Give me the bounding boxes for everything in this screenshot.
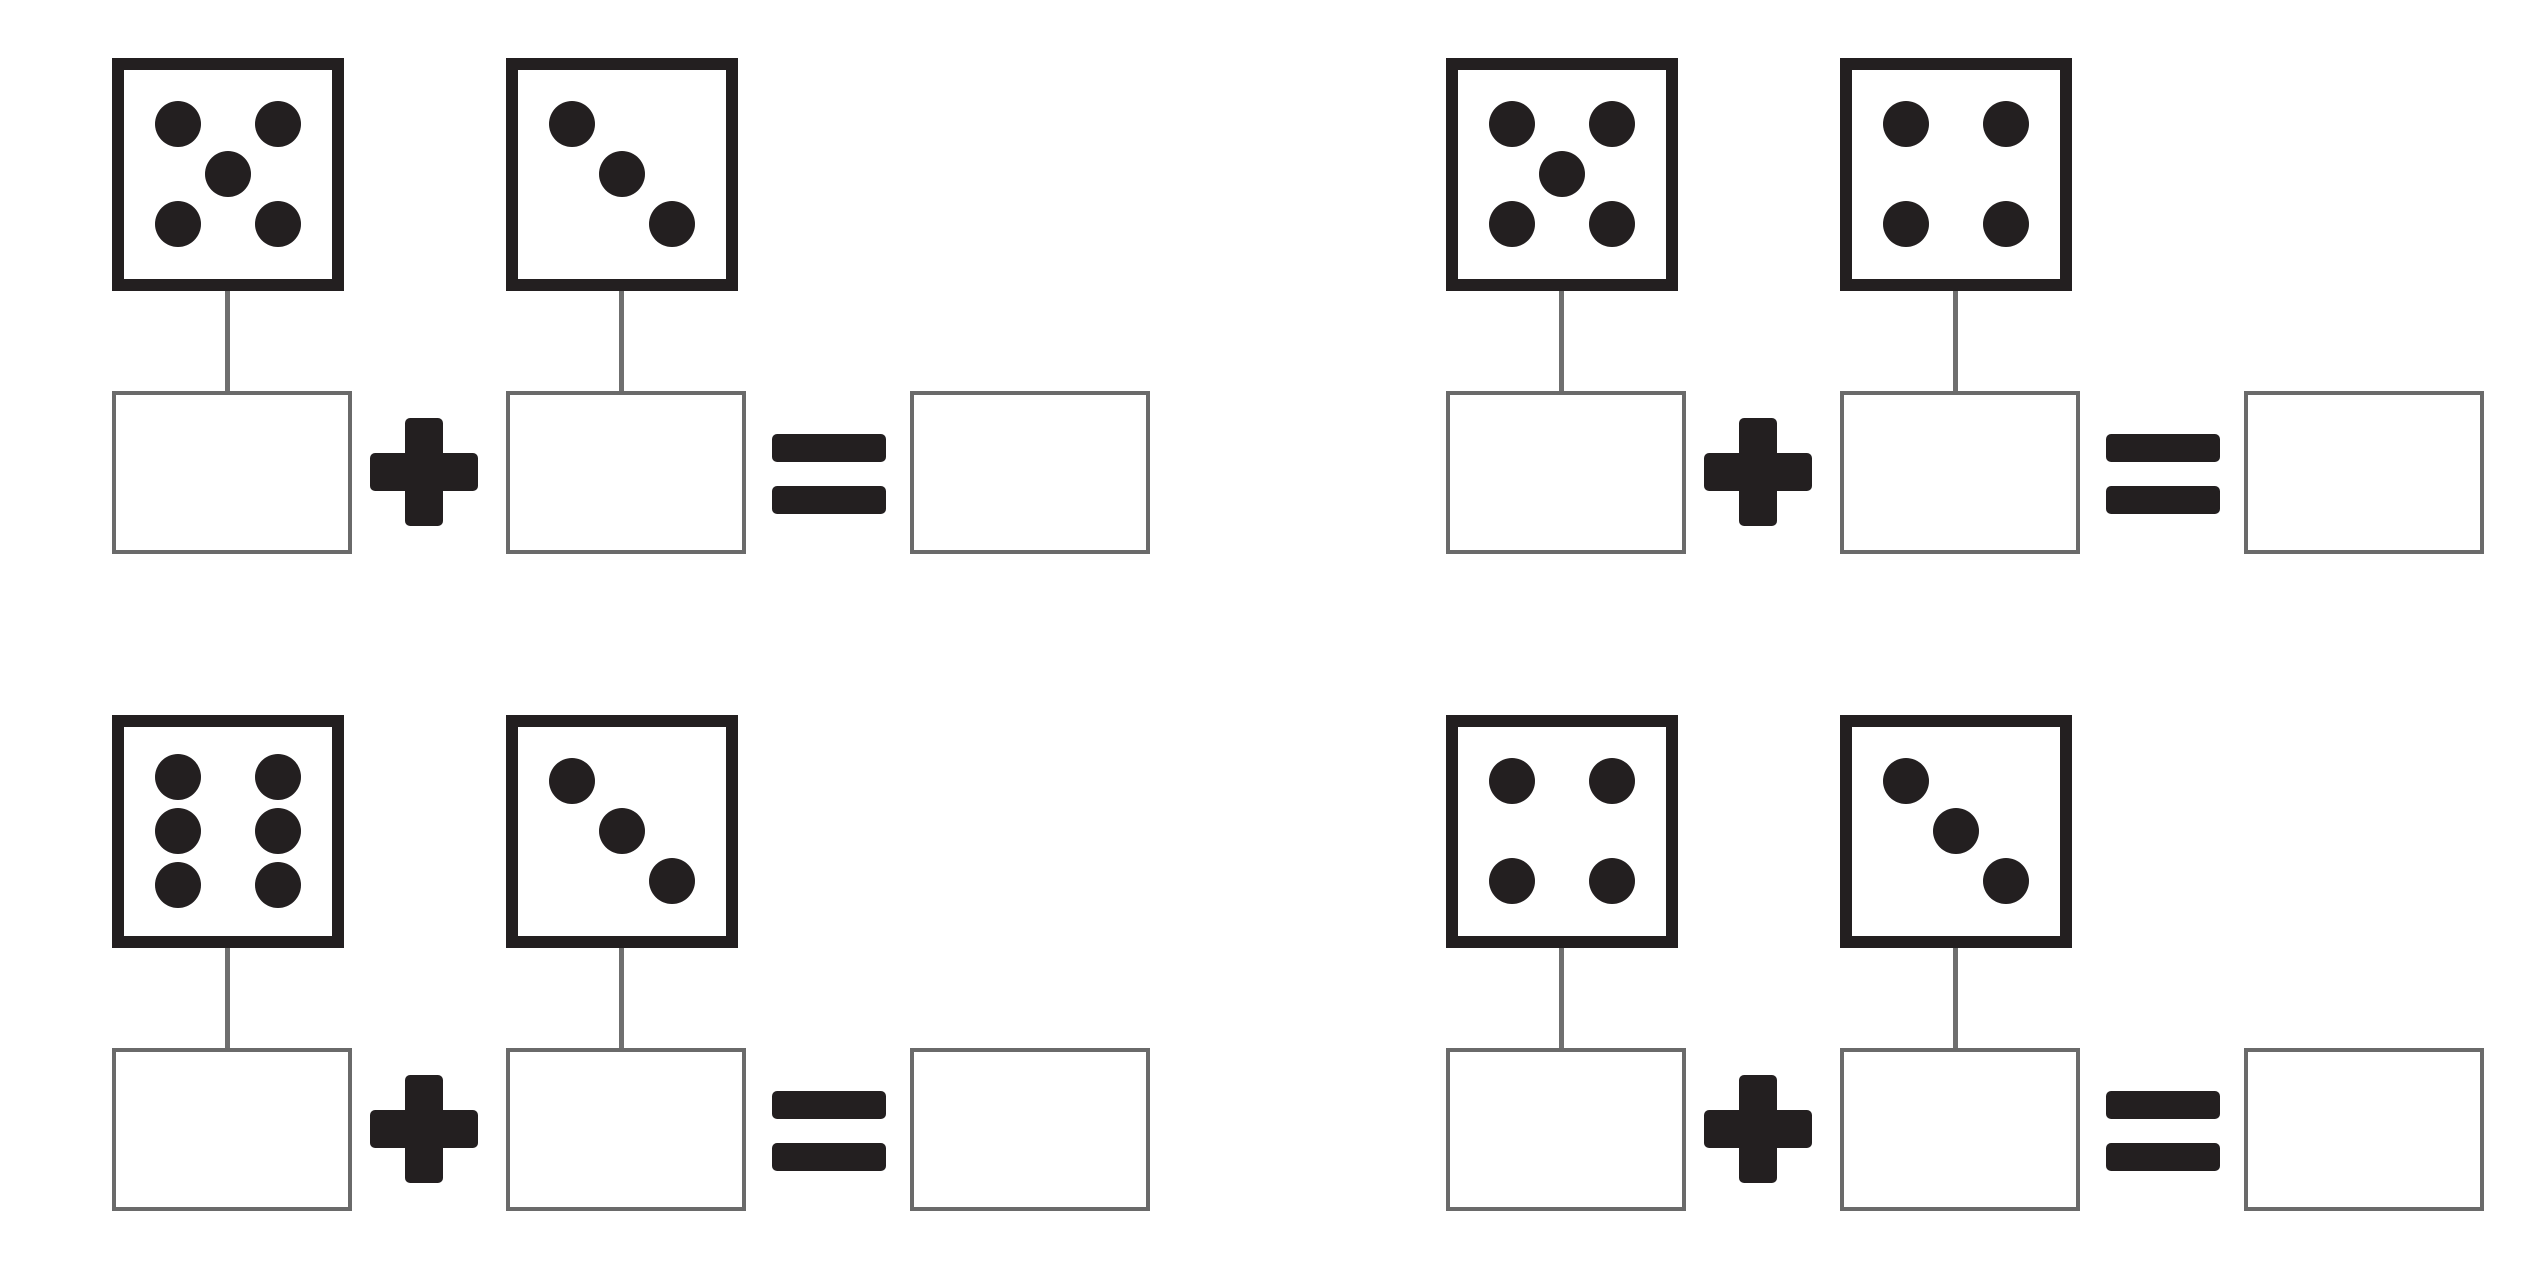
die-face-left [1446,715,1678,948]
equals-bar-bottom [772,1143,886,1171]
die-face-right [506,715,738,948]
plus-bar-vertical [405,1075,443,1183]
die-pip [155,200,202,247]
die-pip [1489,200,1536,247]
die-connector-line [1953,291,1958,391]
addend-right-box[interactable] [1840,1048,2080,1211]
die-face-left [1446,58,1678,291]
die-pip [1489,101,1536,148]
die-pip [254,808,301,854]
die-pip [254,200,301,247]
die-connector-line [225,291,230,391]
plus-bar-vertical [405,418,443,526]
equals-bar-top [2106,1091,2220,1119]
die-face-left [112,715,344,948]
addend-left-box[interactable] [1446,1048,1686,1211]
plus-icon [370,1075,478,1183]
die-pip [1982,857,2029,904]
addend-right-box[interactable] [506,1048,746,1211]
die-pip [1588,200,1635,247]
die-face-right [506,58,738,291]
die-pip [254,862,301,909]
addend-left-box[interactable] [112,1048,352,1211]
die-pip [549,101,596,148]
die-pip [254,753,301,800]
sum-box[interactable] [2244,391,2484,554]
die-pip [1489,758,1536,805]
die-pip [155,862,202,909]
plus-bar-vertical [1739,418,1777,526]
equals-icon [772,434,886,514]
die-connector-line [1559,948,1564,1048]
die-pip [1588,758,1635,805]
die-pip [155,101,202,148]
plus-bar-vertical [1739,1075,1777,1183]
equals-bar-top [772,434,886,462]
die-pip [1588,101,1635,148]
equals-icon [772,1091,886,1171]
die-face-right [1840,58,2072,291]
dice-addition-problem [1446,715,2524,1275]
die-pip [1982,101,2029,148]
equals-icon [2106,1091,2220,1171]
die-pip [1982,200,2029,247]
die-pip [599,808,645,854]
die-pip [155,808,202,854]
equals-bar-bottom [772,486,886,514]
dice-addition-problem [1446,58,2524,618]
plus-icon [1704,1075,1812,1183]
equals-bar-top [772,1091,886,1119]
die-pip [205,151,251,197]
dice-addition-problem [112,715,1212,1275]
die-pip [254,101,301,148]
die-connector-line [1559,291,1564,391]
equals-icon [2106,434,2220,514]
die-connector-line [619,948,624,1048]
die-pip [648,857,695,904]
die-face-right [1840,715,2072,948]
die-face-left [112,58,344,291]
die-pip [549,758,596,805]
equals-bar-top [2106,434,2220,462]
sum-box[interactable] [910,391,1150,554]
plus-icon [370,418,478,526]
equals-bar-bottom [2106,1143,2220,1171]
sum-box[interactable] [2244,1048,2484,1211]
die-pip [1883,200,1930,247]
die-pip [1489,857,1536,904]
die-connector-line [1953,948,1958,1048]
die-connector-line [225,948,230,1048]
die-pip [1883,758,1930,805]
die-connector-line [619,291,624,391]
die-pip [599,151,645,197]
die-pip [155,753,202,800]
addend-left-box[interactable] [112,391,352,554]
die-pip [1883,101,1930,148]
plus-icon [1704,418,1812,526]
dice-addition-problem [112,58,1212,618]
addend-left-box[interactable] [1446,391,1686,554]
die-pip [1933,808,1979,854]
addend-right-box[interactable] [506,391,746,554]
die-pip [648,200,695,247]
sum-box[interactable] [910,1048,1150,1211]
die-pip [1539,151,1585,197]
equals-bar-bottom [2106,486,2220,514]
addend-right-box[interactable] [1840,391,2080,554]
die-pip [1588,857,1635,904]
